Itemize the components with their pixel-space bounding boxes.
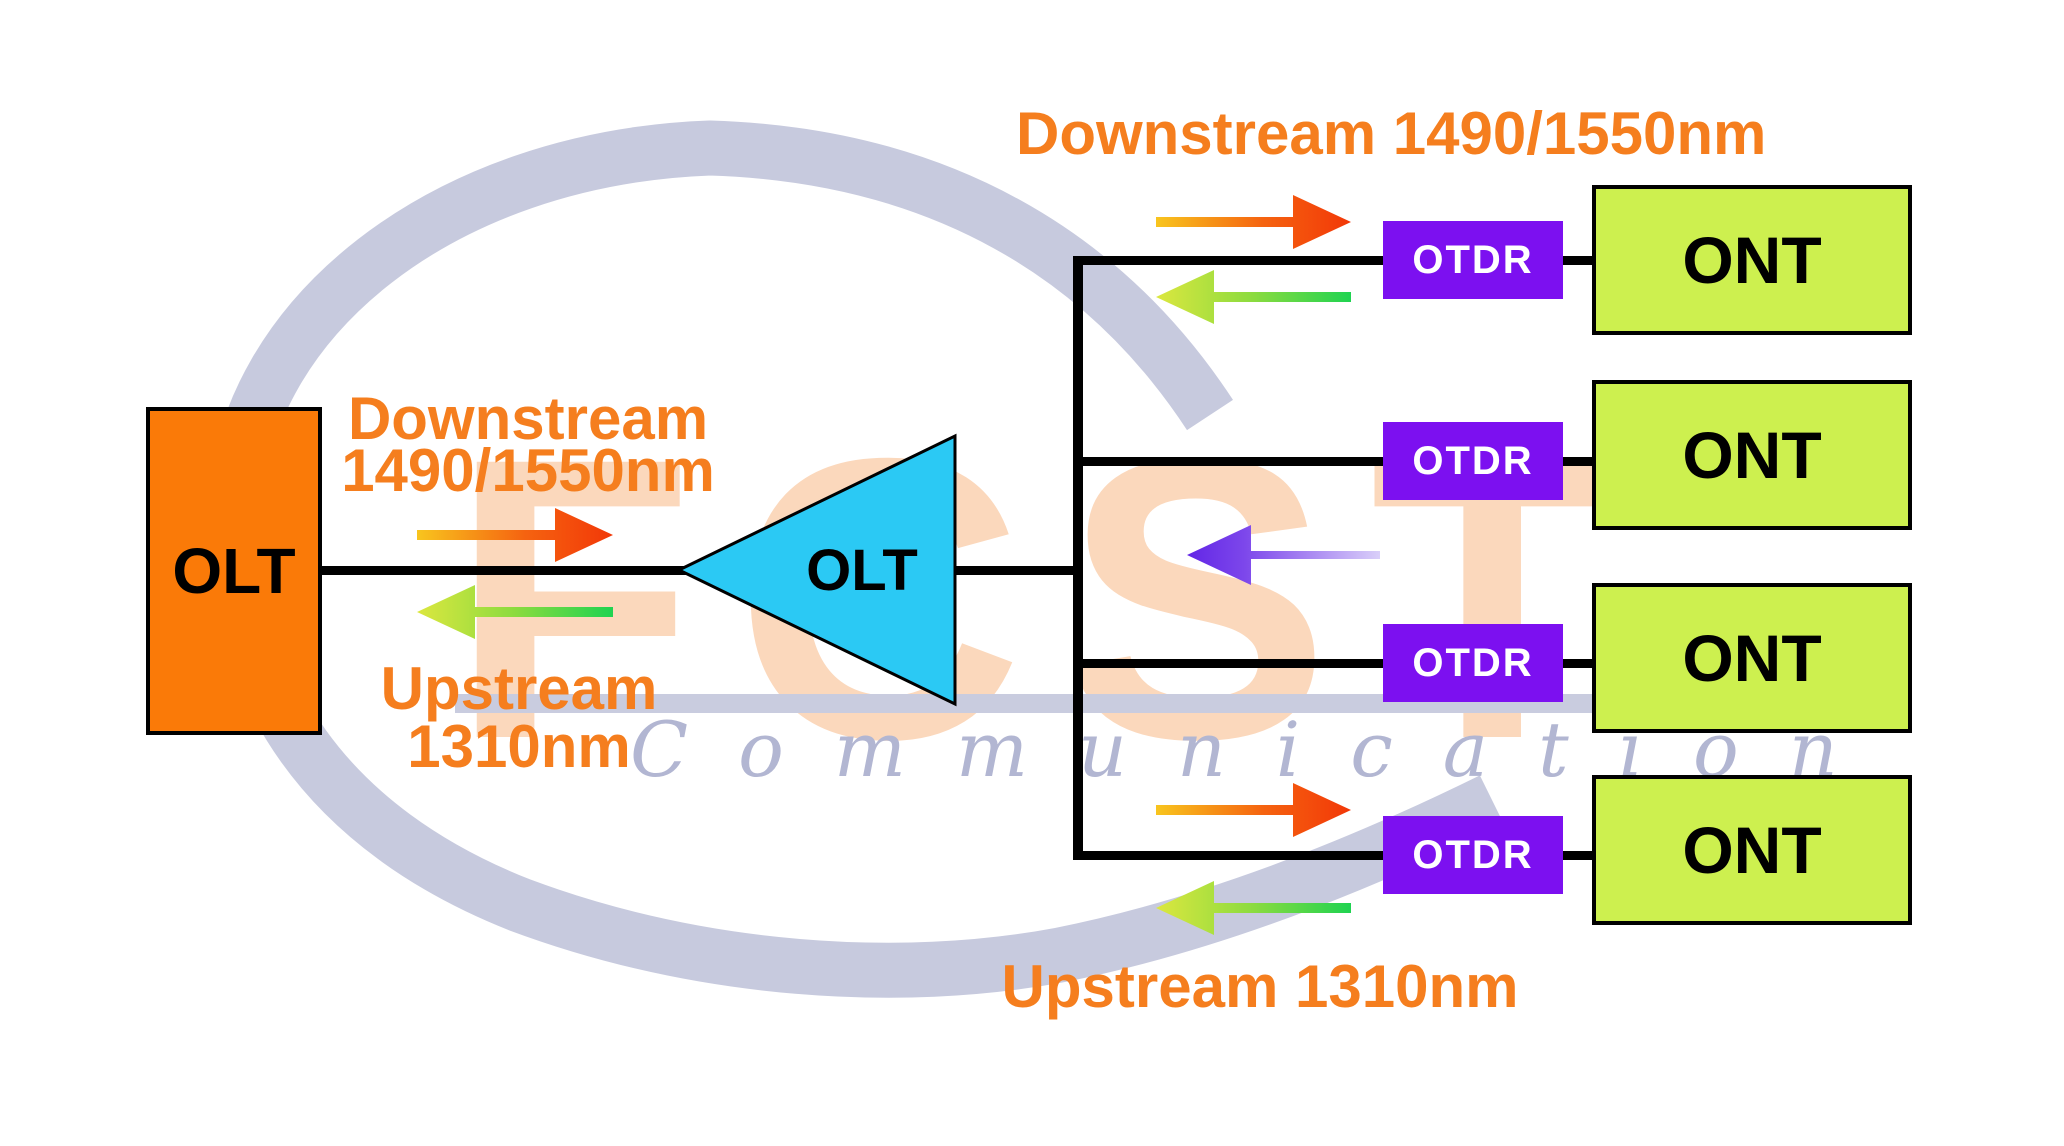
downstream-wavelength-label-top: Downstream 1490/1550nm [1016,100,1767,167]
ont-label: ONT [1682,223,1822,297]
downstream-wavelength-label-left: Downstream 1490/1550nm [328,385,728,504]
otdr-node-1: OTDR [1383,221,1563,299]
fiber-splitter-to-trunk [950,566,1083,575]
downstream-arrow-icon [1156,195,1351,249]
ont-label: ONT [1682,418,1822,492]
upstream-label-line1: Upstream [380,655,658,722]
logo-underline-band [455,694,1645,713]
fiber-otdr4-to-ont4 [1563,851,1592,860]
otdr-label: OTDR [1412,640,1534,685]
olt-node: OLT [146,407,322,735]
ont-node-3: ONT [1592,583,1912,733]
otdr-node-3: OTDR [1383,624,1563,702]
ont-node-1: ONT [1592,185,1912,335]
fiber-trunk-line [1073,256,1083,860]
fiber-branch-2 [1078,457,1383,466]
downstream-label-line1: Downstream [347,385,709,452]
fiber-otdr3-to-ont3 [1563,659,1592,668]
otdr-return-arrow-icon [1187,525,1380,585]
otdr-label: OTDR [1412,237,1534,282]
upstream-arrow-icon [1156,881,1351,935]
fiber-otdr2-to-ont2 [1563,457,1592,466]
otdr-label: OTDR [1412,438,1534,483]
fiber-branch-3 [1078,659,1383,668]
olt-label: OLT [172,535,296,607]
upstream-label-line2: 1310nm [407,713,631,780]
otdr-node-2: OTDR [1383,422,1563,500]
fiber-olt-to-splitter [322,566,690,575]
fiber-branch-4 [1078,851,1383,860]
upstream-arrow-icon [1156,270,1351,324]
otdr-label: OTDR [1412,832,1534,877]
ont-label: ONT [1682,813,1822,887]
fiber-otdr1-to-ont1 [1563,256,1592,265]
downstream-label-line2: 1490/1550nm [341,437,715,504]
upstream-wavelength-label-left: Upstream 1310nm [319,655,719,780]
downstream-arrow-icon [1156,783,1351,837]
splitter-node-label: OLT [806,537,918,603]
downstream-arrow-icon [417,508,613,562]
otdr-node-4: OTDR [1383,816,1563,894]
ont-node-2: ONT [1592,380,1912,530]
ont-node-4: ONT [1592,775,1912,925]
ont-label: ONT [1682,621,1822,695]
fiber-branch-1 [1078,256,1383,265]
upstream-arrow-icon [417,585,613,639]
upstream-wavelength-label-bottom: Upstream 1310nm [1001,953,1519,1020]
splitter-triangle [675,433,957,707]
